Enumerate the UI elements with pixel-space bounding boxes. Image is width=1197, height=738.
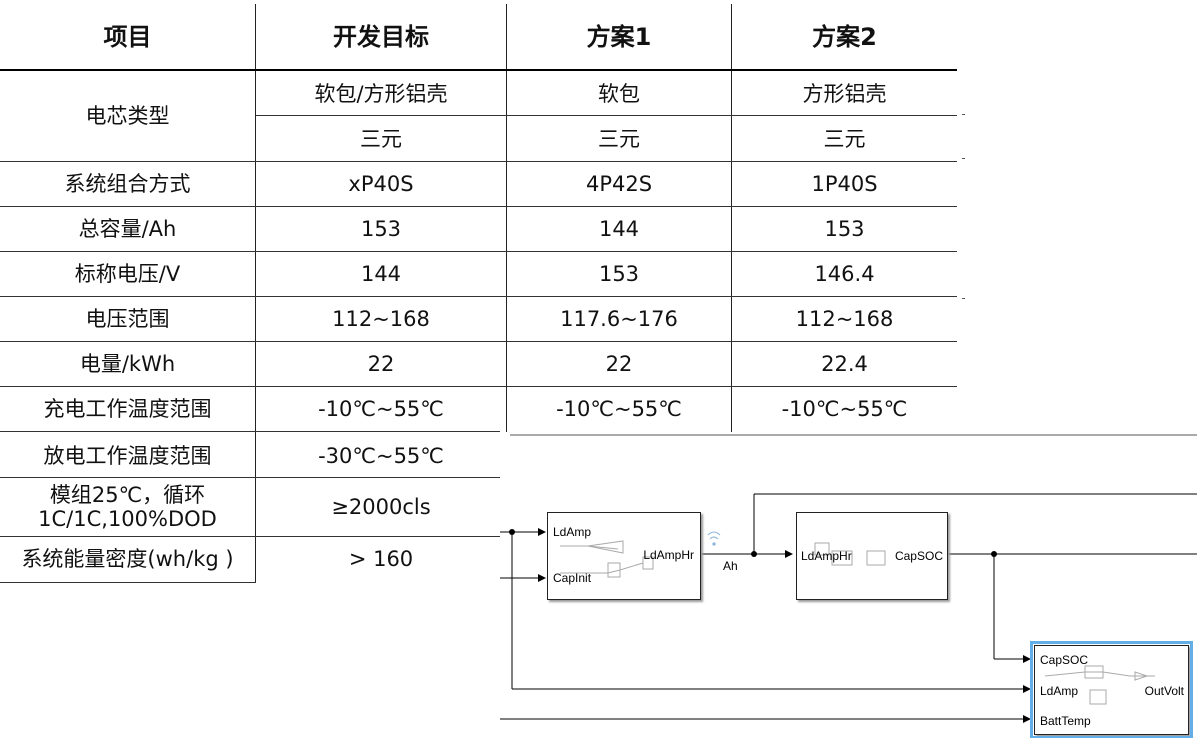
energy-density-target: > 160 <box>348 546 414 571</box>
row-rule <box>0 582 256 583</box>
row-label-cycle-line2: 1C/1C,100%DOD <box>38 507 217 531</box>
row-label-combination: 系统组合方式 <box>64 171 191 196</box>
row-label-cycle: 模组25℃，循环 1C/1C,100%DOD <box>0 478 255 536</box>
row-rule <box>0 161 957 162</box>
voltage-plan2: 146.4 <box>814 261 875 286</box>
voltage-range-target: 112~168 <box>332 306 430 331</box>
signal-wires <box>500 434 1197 723</box>
voltage-range-plan2: 112~168 <box>795 306 894 331</box>
energy-plan1: 22 <box>605 351 633 376</box>
row-label-discharge-temp: 放电工作温度范围 <box>43 443 212 468</box>
output-voltage-block[interactable]: CapSOC LdAmp BattTemp OutVolt <box>1030 641 1193 738</box>
port-ldamp-in: LdAmp <box>1040 684 1079 698</box>
row-label-cycle-line1: 模组25℃，循环 <box>49 482 206 507</box>
capacity-target: 153 <box>360 216 402 241</box>
row-rule <box>0 296 957 297</box>
row-rule <box>0 206 957 207</box>
row-rule <box>0 251 957 252</box>
simulink-diagram: LdAmp CapInit LdAmpHr Ah LdAmpHr CapSOC … <box>500 432 1197 738</box>
soc-calculation-block[interactable]: LdAmpHr CapSOC <box>796 512 948 600</box>
block-internal-icon <box>1044 665 1155 705</box>
energy-target: 22 <box>367 351 395 376</box>
row-label-energy-density: 系统能量密度(wh/kg ) <box>21 546 234 571</box>
row-rule <box>256 115 957 116</box>
column-divider <box>506 4 507 432</box>
capacity-plan1: 144 <box>598 216 640 241</box>
cell-chem-plan1: 三元 <box>598 126 640 151</box>
port-capsoc-out: CapSOC <box>894 549 943 563</box>
header-target: 开发目标 <box>333 23 429 52</box>
capacity-plan2: 153 <box>824 216 865 241</box>
row-rule <box>0 341 957 342</box>
block-internal-icon <box>560 540 654 578</box>
amp-hour-integrator-block[interactable]: LdAmp CapInit LdAmpHr <box>547 512 701 600</box>
header-plan2: 方案2 <box>812 23 877 52</box>
row-label-capacity: 总容量/Ah <box>78 216 177 241</box>
cell-chem-target: 三元 <box>360 126 402 151</box>
cell-type-plan1: 软包 <box>598 81 640 106</box>
cell-type-target: 软包/方形铝壳 <box>314 81 448 106</box>
row-rule <box>0 477 500 478</box>
row-rule <box>0 386 957 387</box>
energy-plan2: 22.4 <box>821 351 868 376</box>
row-label-voltage-range: 电压范围 <box>85 306 170 331</box>
row-label-charge-temp: 充电工作温度范围 <box>43 396 212 421</box>
port-capinit: CapInit <box>553 571 592 585</box>
row-label-voltage: 标称电压/V <box>74 261 181 286</box>
port-ldamphr-out: LdAmpHr <box>643 548 694 562</box>
discharge-temp-target: -30℃~55℃ <box>318 443 444 468</box>
column-divider <box>255 4 256 582</box>
row-label-energy: 电量/kWh <box>79 351 176 376</box>
cell-chem-plan2: 三元 <box>823 126 866 151</box>
header-item: 项目 <box>103 23 152 52</box>
signal-label-ah: Ah <box>723 559 738 573</box>
voltage-target: 144 <box>360 261 402 286</box>
combination-target: xP40S <box>348 171 414 196</box>
port-outvolt-out: OutVolt <box>1144 684 1184 698</box>
cell-type-plan2: 方形铝壳 <box>802 81 887 106</box>
port-capsoc-in: CapSOC <box>1040 653 1089 667</box>
header-rule <box>0 69 957 71</box>
row-label-cell-type: 电芯类型 <box>85 103 170 128</box>
combination-plan2: 1P40S <box>811 171 878 196</box>
charge-temp-plan2: -10℃~55℃ <box>781 396 908 421</box>
cycle-target: ≥2000cls <box>331 494 431 519</box>
charge-temp-plan1: -10℃~55℃ <box>556 396 682 421</box>
row-rule <box>0 536 500 537</box>
voltage-plan1: 153 <box>598 261 640 286</box>
margin-tick <box>962 298 965 299</box>
block-internal-icon <box>814 542 886 566</box>
voltage-range-plan1: 117.6~176 <box>560 306 678 331</box>
port-ldamphr-in: LdAmpHr <box>801 549 852 563</box>
port-ldamp: LdAmp <box>553 525 592 539</box>
combination-plan1: 4P42S <box>585 171 653 196</box>
margin-tick <box>962 158 965 159</box>
charge-temp-target: -10℃~55℃ <box>318 396 444 421</box>
margin-tick <box>962 114 965 115</box>
port-batttemp-in: BattTemp <box>1040 714 1091 728</box>
header-plan1: 方案1 <box>586 23 652 52</box>
column-divider <box>731 4 732 432</box>
row-rule <box>0 431 500 432</box>
